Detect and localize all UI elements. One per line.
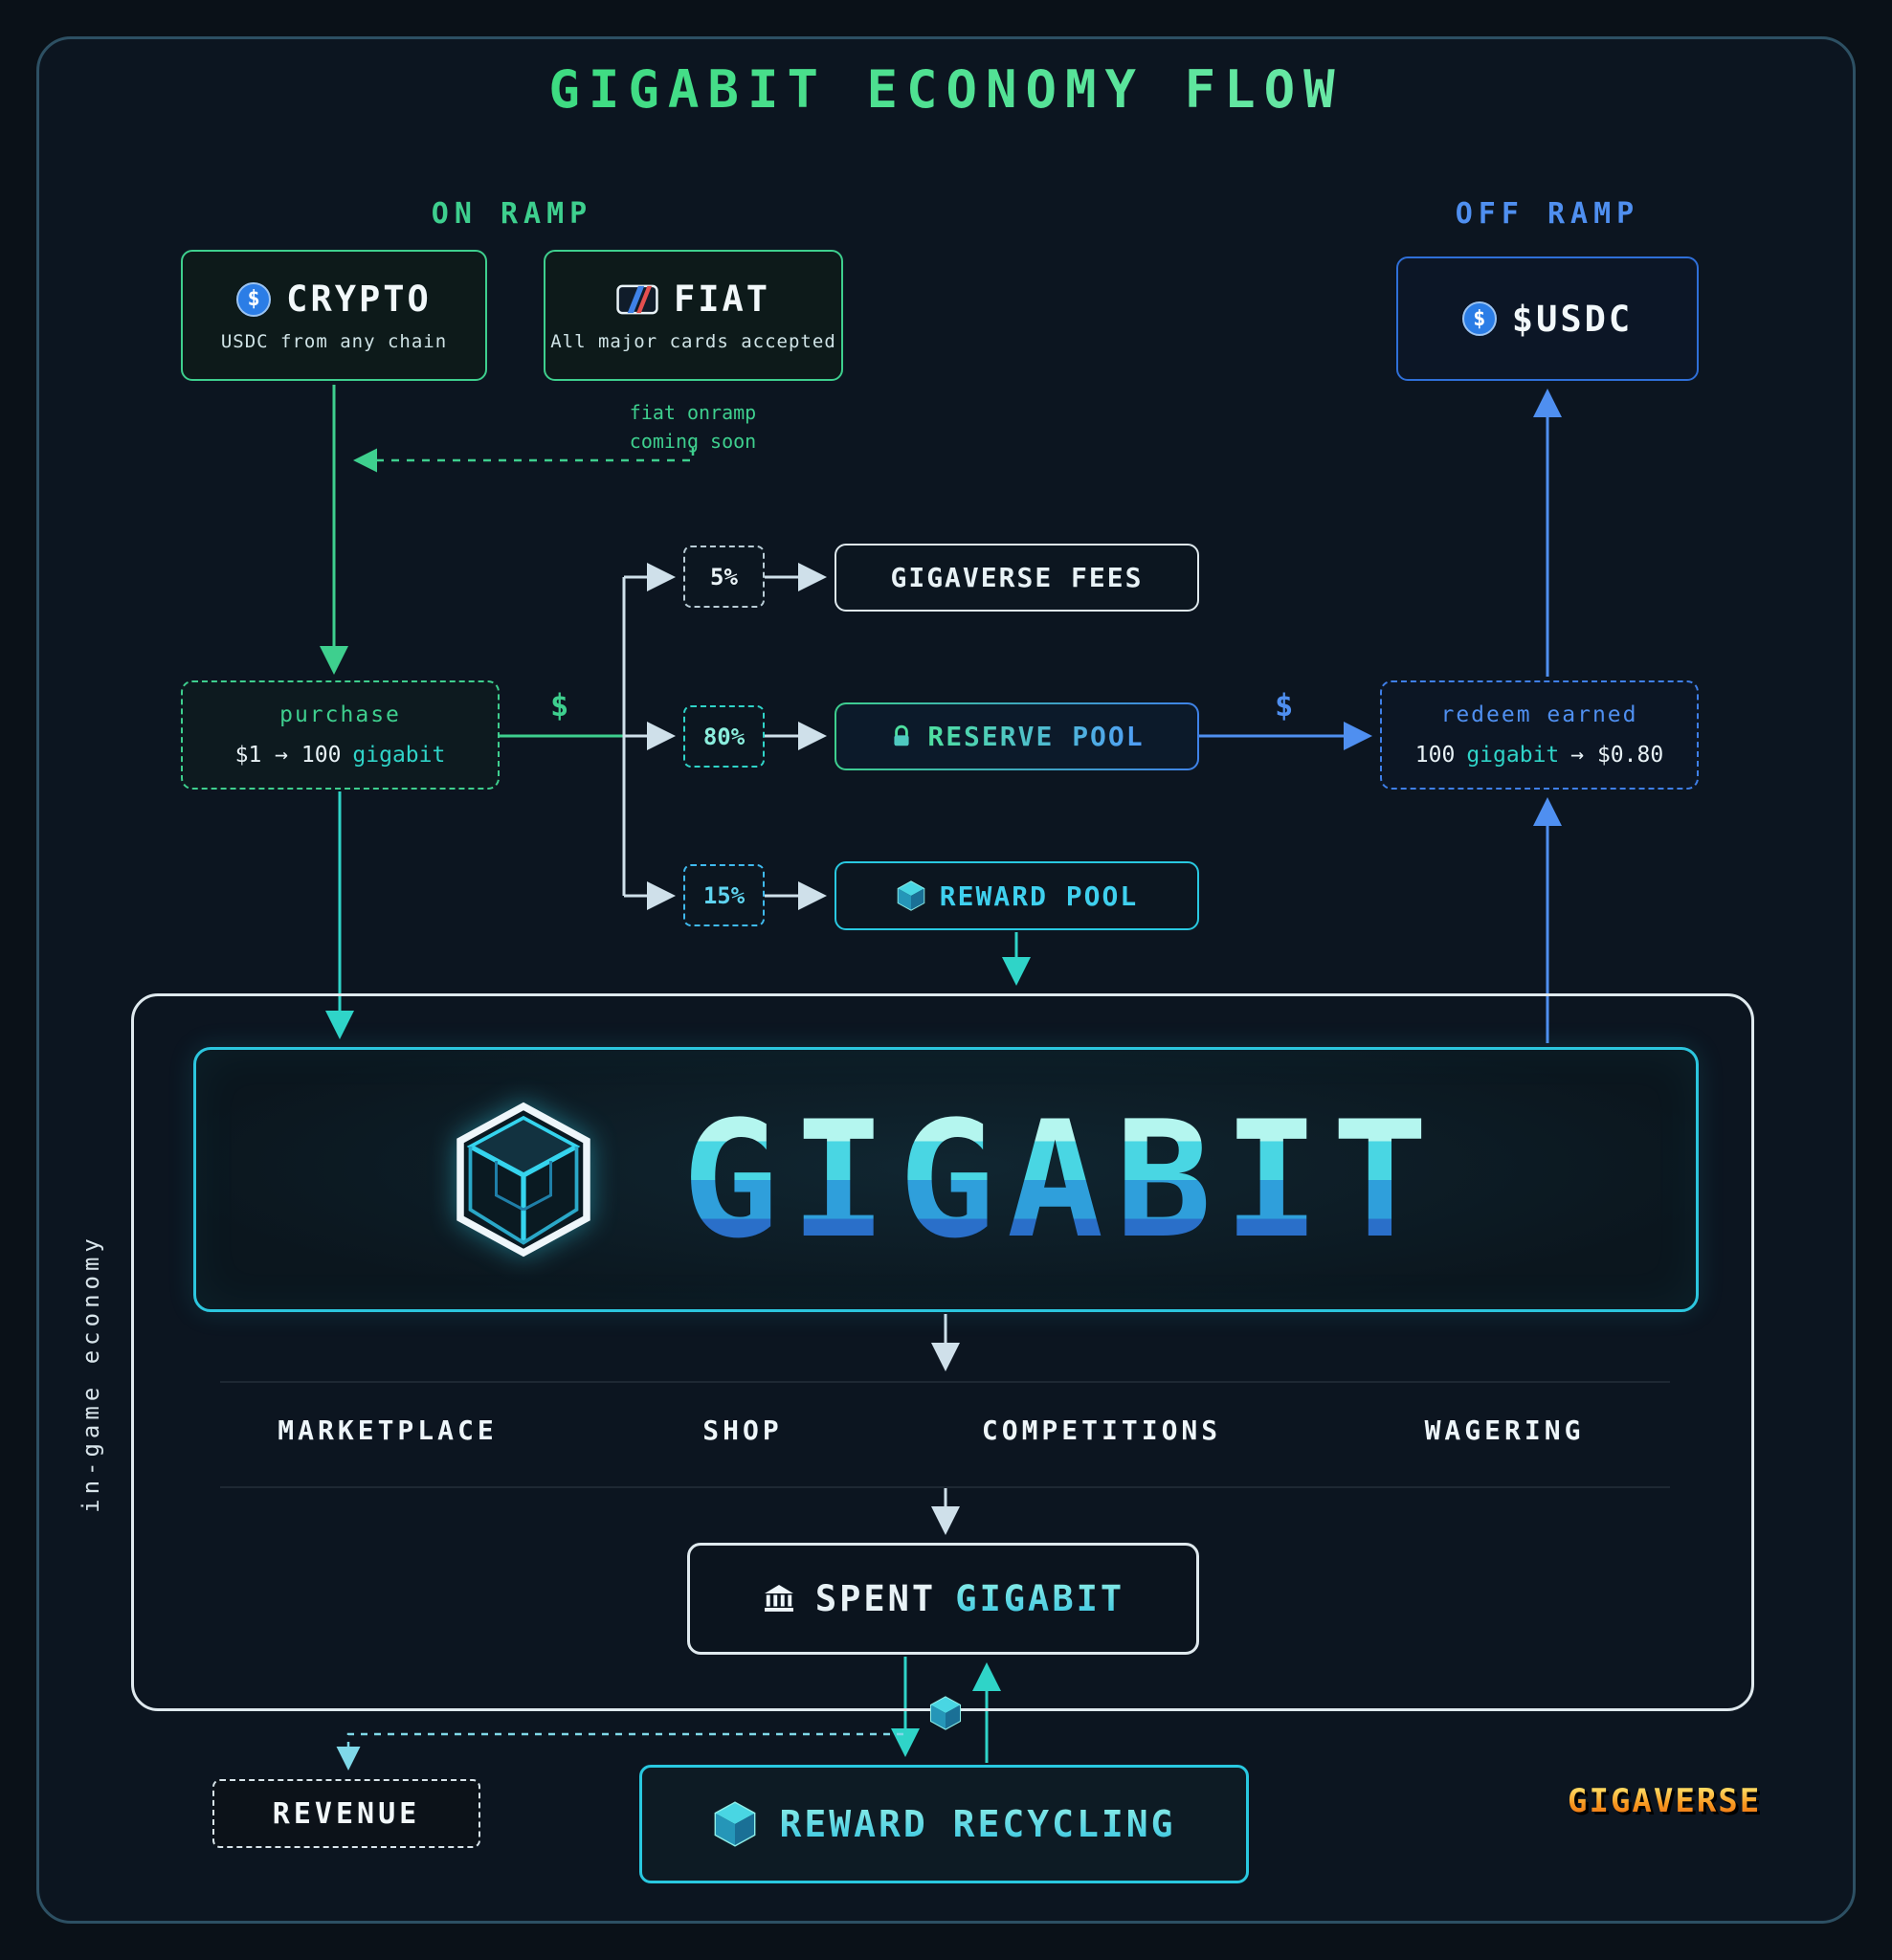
purchase-label: purchase (279, 702, 401, 727)
reward-pool-label: REWARD POOL (939, 880, 1139, 912)
page-title: GIGABIT ECONOMY FLOW (0, 59, 1892, 120)
cube-stack-icon (715, 1801, 756, 1847)
dollar-in-label: $ (550, 687, 569, 724)
fiat-node: FIAT All major cards accepted (544, 250, 843, 381)
split-reserve-node: 80% (683, 705, 765, 768)
recycling-node: REWARD RECYCLING (639, 1765, 1249, 1883)
usdc-title: $USDC (1511, 298, 1634, 340)
channel-shop: SHOP (702, 1414, 783, 1446)
purchase-node: purchase $1 → 100 gigabit (181, 680, 500, 790)
economy-divider-top (220, 1381, 1670, 1383)
spent-node: SPENT GIGABIT (687, 1543, 1199, 1655)
lock-icon (894, 724, 909, 746)
usdc-node: $ $USDC (1396, 256, 1699, 381)
fiat-subtitle: All major cards accepted (550, 331, 836, 352)
crypto-title: CRYPTO (286, 278, 432, 320)
usdc-coin-icon: $ (1461, 301, 1497, 336)
off-ramp-label: OFF RAMP (1455, 197, 1640, 231)
fees-label: GIGAVERSE FEES (890, 562, 1144, 593)
credit-card-icon (616, 284, 658, 314)
reserve-label: RESERVE POOL (927, 721, 1145, 752)
revenue-node: REVENUE (212, 1779, 480, 1848)
purchase-rate-amount: $1 → 100 (234, 743, 342, 768)
redeem-rate-amount: 100 (1414, 743, 1456, 768)
on-ramp-label: ON RAMP (431, 197, 593, 231)
purchase-rate-token: gigabit (352, 743, 446, 768)
fiat-note-line1: fiat onramp (629, 401, 757, 424)
revenue-label: REVENUE (272, 1796, 421, 1831)
economy-side-label: in-game economy (78, 1234, 104, 1513)
cube-icon (929, 1696, 962, 1730)
fiat-note: fiat onramp coming soon (630, 398, 756, 456)
channel-competitions: COMPETITIONS (981, 1414, 1222, 1446)
dollar-out-label: $ (1275, 687, 1294, 724)
cube-icon (897, 880, 925, 911)
redeem-label: redeem earned (1440, 702, 1638, 727)
economy-divider-bottom (220, 1486, 1670, 1488)
redeem-rate: 100 gigabit → $0.80 (1415, 743, 1663, 768)
redeem-rate-value: → $0.80 (1570, 743, 1664, 768)
channel-marketplace: MARKETPLACE (278, 1414, 498, 1446)
gigabit-logo-icon (456, 1102, 591, 1258)
purchase-rate: $1 → 100 gigabit (235, 743, 446, 768)
gigabit-banner: GIGABIT (193, 1047, 1699, 1312)
bank-icon (764, 1584, 793, 1612)
crypto-subtitle: USDC from any chain (220, 331, 448, 352)
fiat-note-line2: coming soon (629, 430, 757, 453)
channel-wagering: WAGERING (1424, 1414, 1585, 1446)
gigabit-wordmark: GIGABIT (681, 1085, 1440, 1274)
split-fee-node: 5% (683, 546, 765, 608)
spent-token-label: GIGABIT (955, 1578, 1125, 1619)
usdc-coin-icon: $ (236, 281, 272, 317)
fees-node: GIGAVERSE FEES (835, 544, 1199, 612)
reserve-node: RESERVE POOL (835, 702, 1199, 770)
reward-pool-node: REWARD POOL (835, 861, 1199, 930)
fiat-title: FIAT (673, 278, 771, 320)
redeem-rate-token: gigabit (1466, 743, 1560, 768)
redeem-node: redeem earned 100 gigabit → $0.80 (1380, 680, 1699, 790)
recycling-label: REWARD RECYCLING (779, 1803, 1176, 1845)
spent-label: SPENT (814, 1578, 937, 1619)
crypto-node: $ CRYPTO USDC from any chain (181, 250, 487, 381)
brand-logo: GIGAVERSE (1568, 1782, 1762, 1820)
split-reward-node: 15% (683, 864, 765, 926)
